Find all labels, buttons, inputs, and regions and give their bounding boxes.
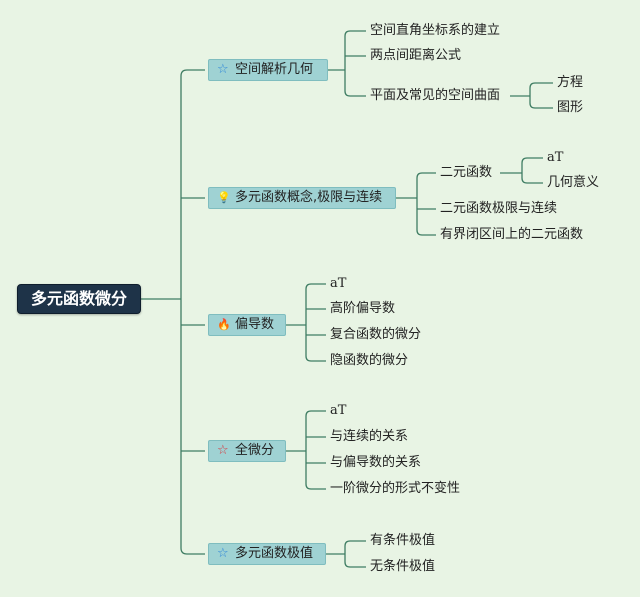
branch-label: 多元函数极值 [235,546,314,561]
connector-line [344,540,366,547]
leaf-equation[interactable]: 方程 [557,75,584,90]
leaf-unconditional-extrema[interactable]: 无条件极值 [370,559,436,574]
leaf-composite[interactable]: 复合函数的微分 [330,327,422,342]
star-icon: ☆ [217,443,229,458]
connector-line [416,172,436,179]
branch-label: 全微分 [235,443,275,458]
connector-line [344,561,366,568]
star-icon: ☆ [217,62,229,77]
branch-partial-derivatives[interactable]: 🔥 偏导数 [208,314,286,336]
branch-label: 偏导数 [235,317,275,332]
leaf-geometric-meaning[interactable]: 几何意义 [547,175,600,190]
connector-line [521,177,543,184]
lightbulb-icon: 💡 [217,191,231,204]
connector-line [344,30,366,37]
connector-line [529,102,553,109]
connector-line [305,355,326,362]
branch-label: 多元函数概念,极限与连续 [235,190,383,205]
leaf-closed-region[interactable]: 有界闭区间上的二元函数 [440,227,584,242]
connector-line [305,483,326,490]
connector-line [521,157,543,164]
leaf-at[interactable]: aT [330,403,347,418]
leaf-conditional-extrema[interactable]: 有条件极值 [370,533,436,548]
connector-line [529,82,553,89]
leaf-limit-continuity[interactable]: 二元函数极限与连续 [440,201,558,216]
leaf-form-invariance[interactable]: 一阶微分的形式不变性 [330,481,461,496]
leaf-figure[interactable]: 图形 [557,100,584,115]
connector-line [305,283,326,290]
connector-line [180,547,205,555]
connector-line [344,90,366,97]
fire-icon: 🔥 [217,318,231,331]
leaf-bivariate-function[interactable]: 二元函数 [440,165,493,180]
connector-line [416,229,436,236]
leaf-higher-order[interactable]: 高阶偏导数 [330,301,396,316]
branch-analytic-geometry[interactable]: ☆ 空间解析几何 [208,59,328,81]
branch-multivariable-concepts[interactable]: 💡 多元函数概念,极限与连续 [208,187,396,209]
leaf-surfaces[interactable]: 平面及常见的空间曲面 [370,88,501,103]
leaf-at[interactable]: aT [547,150,564,165]
connector-line [180,69,205,77]
leaf-continuity-relation[interactable]: 与连续的关系 [330,429,409,444]
branch-label: 空间解析几何 [235,62,314,77]
leaf-distance-formula[interactable]: 两点间距离公式 [370,48,462,63]
leaf-partial-relation[interactable]: 与偏导数的关系 [330,455,422,470]
branch-extrema[interactable]: ☆ 多元函数极值 [208,543,326,565]
branch-total-differential[interactable]: ☆ 全微分 [208,440,286,462]
leaf-coordinate-system[interactable]: 空间直角坐标系的建立 [370,23,501,38]
root-node[interactable]: 多元函数微分 [17,284,141,314]
leaf-implicit[interactable]: 隐函数的微分 [330,353,409,368]
connector-line [305,410,326,417]
star-icon: ☆ [217,546,229,561]
leaf-at[interactable]: aT [330,276,347,291]
